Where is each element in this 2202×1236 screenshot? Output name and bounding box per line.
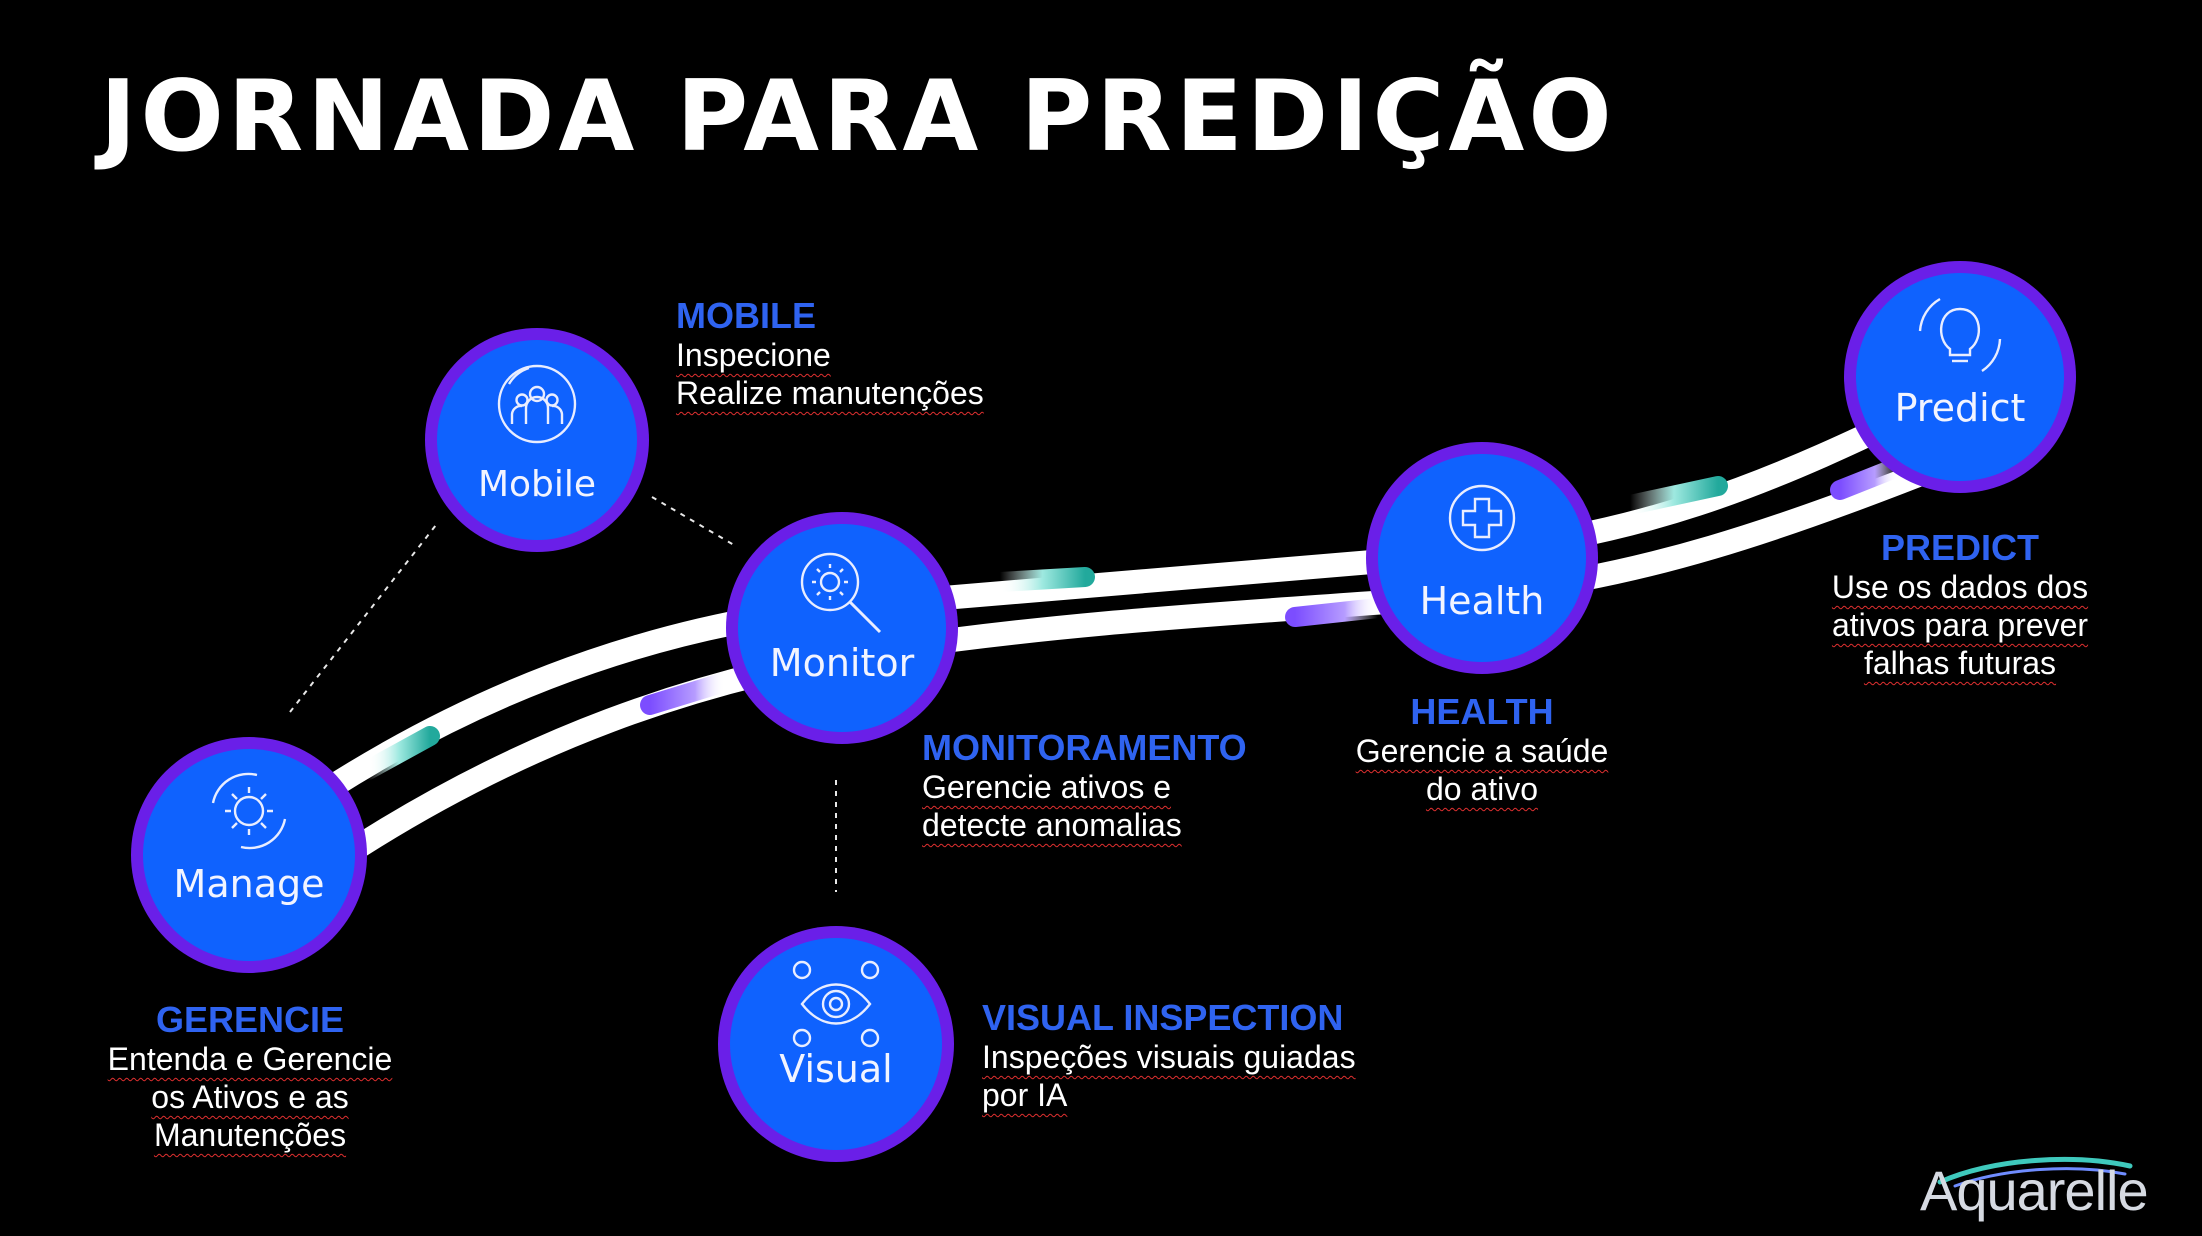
desc-line: do ativo — [1425, 771, 1539, 807]
desc-predict: PREDICT Use os dados dos ativos para pre… — [1780, 528, 2140, 682]
purple-accent-2 — [1285, 598, 1388, 627]
desc-line: ativos para prever — [1831, 607, 2089, 643]
desc-line: Realize manutenções — [676, 375, 984, 411]
desc-heading: MONITORAMENTO — [922, 727, 1247, 768]
desc-line: falhas futuras — [1863, 645, 2057, 681]
node-label: Monitor — [770, 641, 915, 685]
page-title: JORNADA PARA PREDIÇÃO — [100, 60, 1616, 174]
desc-health: HEALTH Gerencie a saúde do ativo — [1302, 692, 1662, 808]
journey-track — [318, 378, 2007, 872]
desc-heading: VISUAL INSPECTION — [982, 997, 1344, 1038]
track-accents — [358, 457, 1908, 780]
node-label: Visual — [779, 1047, 892, 1091]
purple-accent-3 — [1830, 457, 1908, 500]
teal-accent-3 — [1620, 476, 1728, 515]
node-monitor[interactable]: Monitor — [726, 512, 958, 744]
desc-monitor: MONITORAMENTO Gerencie ativos e detecte … — [922, 728, 1247, 844]
gear-cycle-icon — [211, 772, 287, 850]
teal-accent-1 — [358, 726, 440, 780]
desc-manage: GERENCIE Entenda e Gerencie os Ativos e … — [70, 1000, 430, 1154]
brand-logo: Aquarelle — [1920, 1159, 2149, 1222]
dotted-connectors — [289, 496, 837, 892]
desc-heading: GERENCIE — [155, 999, 345, 1040]
purple-accent-1 — [640, 672, 735, 715]
desc-line: detecte anomalias — [922, 807, 1182, 843]
desc-line: Inspeções visuais guiadas — [982, 1039, 1356, 1075]
medical-cross-icon — [1448, 484, 1516, 552]
node-label: Manage — [174, 862, 325, 906]
connector-manage-mobile — [289, 524, 437, 713]
node-manage[interactable]: Manage — [131, 737, 367, 973]
track-upper — [318, 378, 1972, 800]
desc-line: Manutenções — [153, 1117, 347, 1153]
node-visual[interactable]: Visual — [718, 926, 954, 1162]
desc-visual: VISUAL INSPECTION Inspeções visuais guia… — [982, 998, 1356, 1114]
team-people-icon — [497, 364, 577, 444]
desc-heading: PREDICT — [1880, 527, 2039, 568]
node-label: Predict — [1895, 386, 2026, 430]
desc-mobile: MOBILE Inspecione Realize manutenções — [676, 296, 984, 412]
desc-line: os Ativos e as — [151, 1079, 349, 1115]
eye-inspection-icon — [792, 960, 880, 1048]
node-health[interactable]: Health — [1366, 442, 1598, 674]
logo-swoosh-icon — [1937, 1156, 2133, 1188]
desc-heading: MOBILE — [676, 295, 816, 336]
desc-line: por IA — [982, 1077, 1068, 1113]
connector-mobile-monitor — [651, 496, 735, 546]
desc-line: Use os dados dos — [1831, 569, 2089, 605]
desc-line: Inspecione — [676, 337, 831, 373]
node-predict[interactable]: Predict — [1844, 261, 2076, 493]
teal-accent-2 — [990, 567, 1095, 592]
desc-heading: HEALTH — [1410, 691, 1554, 732]
desc-line: Gerencie a saúde — [1355, 733, 1609, 769]
node-label: Mobile — [478, 464, 596, 505]
desc-line: Gerencie ativos e — [922, 769, 1172, 805]
gear-magnifier-icon — [800, 552, 882, 634]
track-lower — [326, 433, 2007, 872]
desc-line: Entenda e Gerencie — [107, 1041, 393, 1077]
node-mobile[interactable]: Mobile — [425, 328, 649, 552]
node-label: Health — [1420, 579, 1545, 623]
lightbulb-cycle-icon — [1918, 297, 2002, 373]
